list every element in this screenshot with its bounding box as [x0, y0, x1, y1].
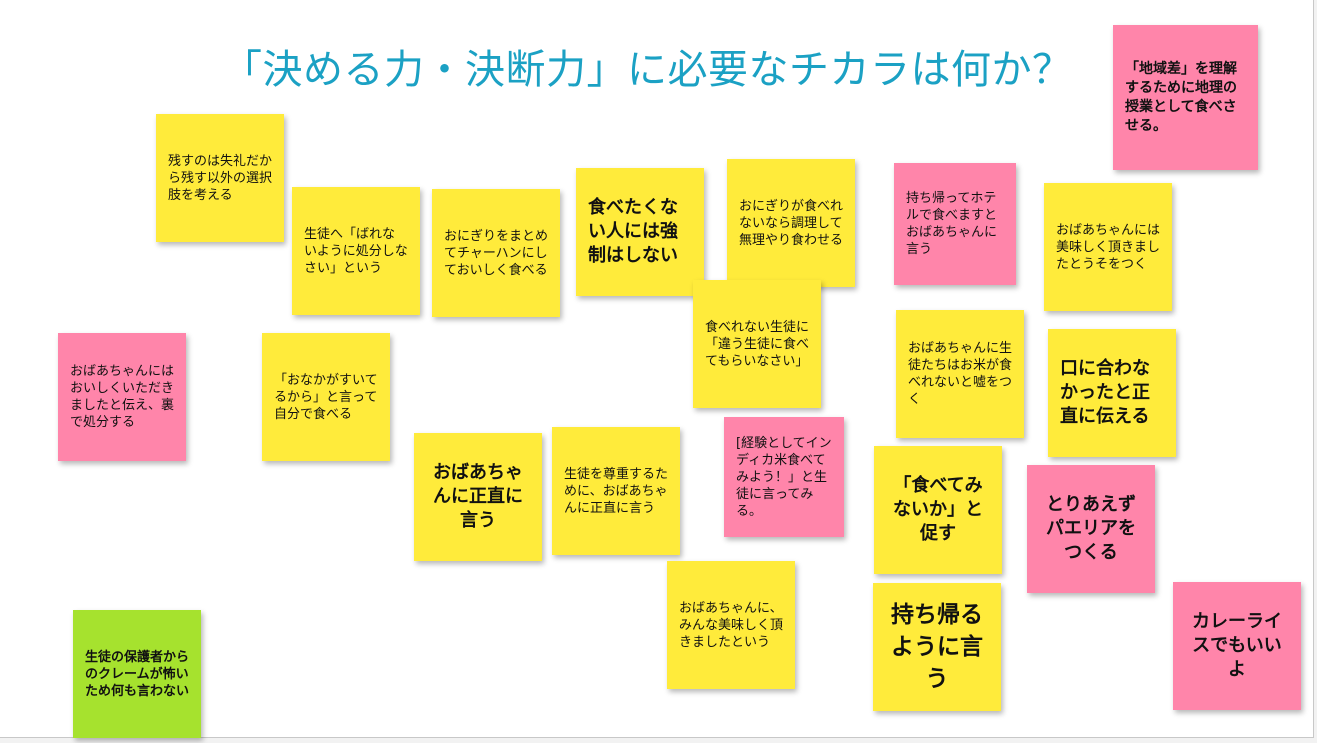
- sticky-note[interactable]: 生徒の保護者からのクレームが怖いため何も言わない: [73, 610, 201, 738]
- sticky-note[interactable]: 「おなかがすいてるから」と言って自分で食べる: [262, 333, 390, 461]
- sticky-note[interactable]: 残すのは失礼だから残す以外の選択肢を考える: [156, 114, 284, 242]
- sticky-note-text: とりあえずパエリアをつくる: [1046, 494, 1136, 563]
- sticky-note-text: おにぎりをまとめてチャーハンにしておいしく食べる: [444, 228, 549, 278]
- sticky-note[interactable]: 持ち帰るように言う: [873, 583, 1001, 711]
- sticky-note-text: おばあちゃんに、みんな美味しく頂きましたという: [679, 600, 784, 650]
- sticky-note-text: おばあちゃんにはおいしくいただきましたと伝え、裏で処分する: [70, 364, 175, 430]
- sticky-note[interactable]: おにぎりをまとめてチャーハンにしておいしく食べる: [432, 189, 560, 317]
- sticky-note[interactable]: おばあちゃんに正直に言う: [414, 433, 542, 561]
- sticky-note[interactable]: 生徒を尊重するために、おばあちゃんに正直に言う: [552, 427, 680, 555]
- sticky-note[interactable]: おにぎりが食べれないなら調理して無理やり食わせる: [727, 159, 855, 287]
- sticky-note-text: 生徒を尊重するために、おばあちゃんに正直に言う: [564, 466, 669, 516]
- sticky-note[interactable]: 「食べてみないか」と促す: [874, 446, 1002, 574]
- sticky-note[interactable]: 食べれない生徒に「違う生徒に食べてもらいなさい」: [693, 280, 821, 408]
- sticky-note[interactable]: とりあえずパエリアをつくる: [1027, 465, 1155, 593]
- sticky-note[interactable]: 食べたくない人には強制はしない: [576, 168, 704, 296]
- sticky-note[interactable]: おばあちゃんにはおいしくいただきましたと伝え、裏で処分する: [58, 333, 186, 461]
- sticky-note-text: 生徒へ「ばれないように処分しなさい」という: [304, 226, 408, 276]
- sticky-note-text: おばあちゃんに生徒たちはお米が食べれないと嘘をつく: [908, 341, 1013, 407]
- sticky-note-text: 口に合わなかったと正直に伝える: [1060, 358, 1150, 427]
- sticky-note[interactable]: カレーライスでもいいよ: [1173, 582, 1301, 710]
- sticky-note-text: おにぎりが食べれないなら調理して無理やり食わせる: [739, 198, 844, 248]
- sticky-note-text: 生徒の保護者からのクレームが怖いため何も言わない: [85, 649, 190, 699]
- sticky-note-text: 食べたくない人には強制はしない: [588, 197, 678, 266]
- slide-title: 「決める力・決断力」に必要なチカラは何か？: [222, 47, 1073, 93]
- sticky-note-text: 持ち帰るように言う: [891, 602, 983, 692]
- sticky-note-text: 「食べてみないか」と促す: [893, 475, 983, 544]
- sticky-note-text: [経験としてインディカ米食べてみよう！」と生徒に言ってみる。: [736, 435, 832, 519]
- sticky-note-text: 持ち帰ってホテルで食べますとおばあちゃんに言う: [906, 191, 998, 257]
- sticky-note[interactable]: 口に合わなかったと正直に伝える: [1048, 329, 1176, 457]
- sticky-note-text: おばあちゃんには美味しく頂きましたとうそをつく: [1056, 222, 1161, 272]
- sticky-note-text: 「地域差」を理解するために地理の授業として食べさせる。: [1125, 60, 1237, 134]
- sticky-note-text: カレーライスでもいいよ: [1192, 611, 1282, 680]
- sticky-note[interactable]: おばあちゃんには美味しく頂きましたとうそをつく: [1044, 183, 1172, 311]
- sticky-note-text: 食べれない生徒に「違う生徒に食べてもらいなさい」: [705, 319, 810, 369]
- sticky-note-text: 「おなかがすいてるから」と言って自分で食べる: [274, 372, 378, 422]
- sticky-note[interactable]: おばあちゃんに生徒たちはお米が食べれないと嘘をつく: [896, 310, 1024, 438]
- sticky-note[interactable]: [経験としてインディカ米食べてみよう！」と生徒に言ってみる。: [724, 417, 844, 537]
- sticky-note-text: おばあちゃんに正直に言う: [433, 462, 523, 531]
- sticky-note[interactable]: 生徒へ「ばれないように処分しなさい」という: [292, 187, 420, 315]
- sticky-note[interactable]: 「地域差」を理解するために地理の授業として食べさせる。: [1113, 25, 1258, 170]
- sticky-note[interactable]: 持ち帰ってホテルで食べますとおばあちゃんに言う: [894, 163, 1016, 285]
- sticky-note[interactable]: おばあちゃんに、みんな美味しく頂きましたという: [667, 561, 795, 689]
- sticky-note-text: 残すのは失礼だから残す以外の選択肢を考える: [168, 153, 273, 203]
